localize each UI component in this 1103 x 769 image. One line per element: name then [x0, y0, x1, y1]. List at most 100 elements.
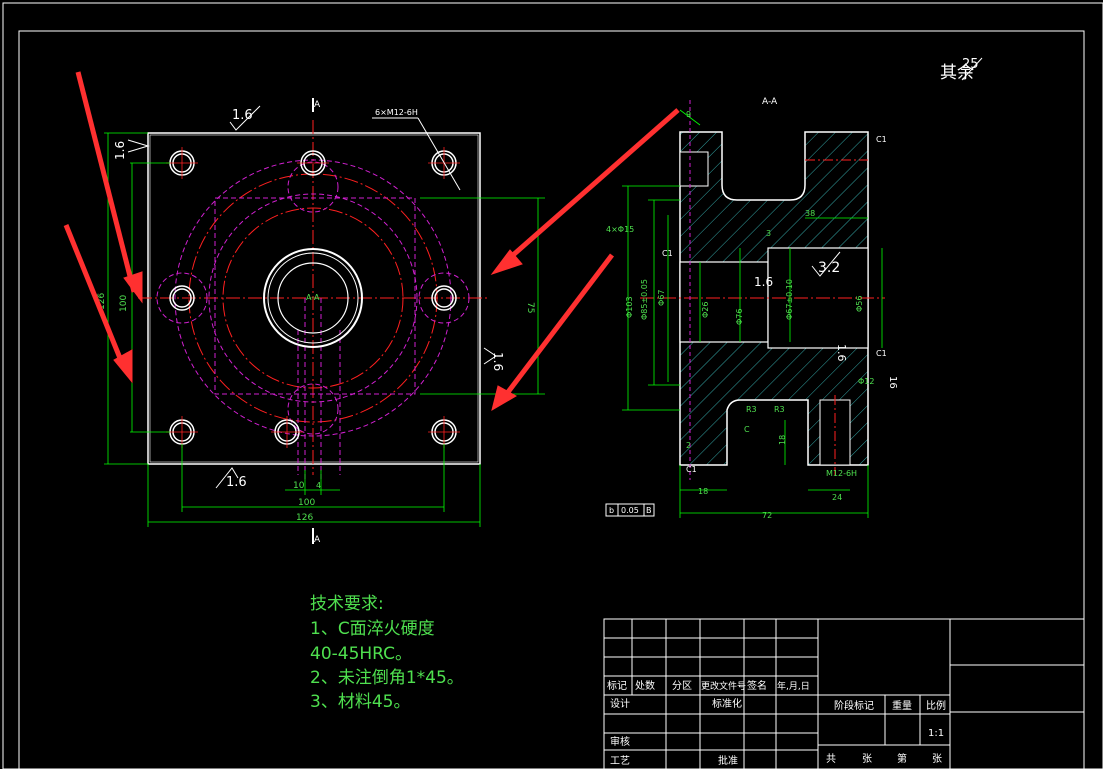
roughness-right: 1.6: [491, 352, 505, 371]
section-title: A-A: [762, 97, 778, 107]
dim-phi85: Φ85±0.05: [640, 279, 649, 320]
thread-callout: 6×M12-6H: [375, 108, 418, 117]
center-label: A-A: [306, 293, 320, 302]
roughness-top-symbol: [229, 105, 261, 131]
arrow-1: [75, 71, 137, 293]
notes-line-3: 2、未注倒角1*45。: [310, 668, 464, 688]
roughness-1-6-a: 1.6: [754, 275, 773, 289]
bore-left: [679, 261, 769, 343]
arrow-4-head: [491, 385, 518, 412]
dim-c: C: [744, 425, 750, 434]
dim-phi103: Φ103: [625, 296, 634, 318]
arrow-2-head: [113, 349, 133, 384]
dim-18: 18: [778, 435, 787, 445]
arrow-1-head: [123, 271, 143, 304]
section-view: A-A: [605, 97, 898, 520]
front-dimensions: [104, 132, 545, 527]
tb-total: 共: [826, 753, 836, 765]
notes-line-4: 3、材料45。: [310, 692, 411, 712]
dim-r3a: R3: [746, 405, 757, 414]
thread-leader-2: [417, 117, 461, 191]
roughness-bottom: 1.6: [226, 475, 247, 490]
tb-page: 第: [897, 752, 907, 765]
tb-scale: 比例: [926, 699, 946, 712]
dim-2: 2: [686, 441, 691, 450]
dim-126-vertical: 126: [97, 293, 107, 310]
corner-value: 25: [962, 57, 979, 72]
chamfer-c1-bottom: C1: [686, 465, 697, 474]
dim-18b: 18: [698, 487, 708, 496]
tapped-hole-top: [679, 151, 709, 187]
dim-r3b: R3: [774, 405, 785, 414]
center-bore: [263, 248, 363, 348]
tb-mark: 标记: [607, 680, 627, 692]
front-view: A-A A A 1.6 1.6 1.6: [97, 98, 545, 545]
roughness-bottom-symbol: [215, 467, 239, 489]
tb-process: 工艺: [610, 755, 630, 767]
tb-date: 年,月,日: [777, 680, 810, 692]
dim-phi12: Φ12: [858, 377, 874, 386]
annotation-arrows: [63, 71, 680, 412]
roughness-3-2-symbol: [811, 251, 841, 277]
corner-label: 其余: [940, 63, 974, 83]
dim-m12: M12-6H: [826, 469, 857, 478]
title-block: [603, 618, 1085, 769]
notes-line-2: 40-45HRC。: [310, 644, 413, 664]
flatness-datum: B: [646, 506, 652, 515]
roughness-right-symbol: [483, 347, 497, 365]
dim-4: 4: [316, 481, 321, 490]
chamfer-c1-top: C1: [876, 135, 887, 144]
dim-16: 16: [887, 376, 898, 389]
flatness-symbol: b: [609, 506, 614, 515]
dim-3: 3: [766, 229, 771, 238]
tb-design: 设计: [610, 697, 630, 710]
tb-sign: 签名: [747, 679, 767, 692]
chamfer-c1-right: C1: [876, 349, 887, 358]
tb-sheets: 张: [862, 753, 872, 765]
dim-phi76: Φ76: [735, 309, 744, 325]
arrow-3: [502, 108, 680, 265]
dim-100-vertical: 100: [119, 295, 129, 312]
tb-standard: 标准化: [712, 697, 742, 710]
dim-24: 24: [832, 493, 842, 502]
tb-zone: 分区: [672, 680, 692, 692]
tb-approve: 批准: [718, 754, 738, 767]
roughness-1-6-b: 1.6: [835, 344, 848, 362]
tb-sheet: 张: [932, 753, 942, 765]
section-mark-top: A: [314, 100, 321, 110]
flatness-value: 0.05: [621, 506, 639, 515]
roughness-top: 1.6: [232, 108, 253, 123]
roughness-left-symbol: [127, 139, 150, 153]
tb-scale-value: 1:1: [928, 728, 944, 739]
roughness-left: 1.6: [113, 141, 127, 160]
dim-phi67b: Φ67±0.10: [785, 279, 794, 320]
notes-title: 技术要求:: [310, 594, 384, 614]
dim-126-horizontal: 126: [296, 513, 313, 523]
dim-10: 10: [293, 481, 305, 491]
dim-38: 38: [805, 209, 815, 218]
arrow-4: [500, 253, 614, 402]
dim-phi56: Φ56: [855, 296, 864, 312]
dim-9: 9: [686, 110, 691, 119]
dim-phi26: Φ26: [701, 302, 710, 318]
arrow-2: [63, 224, 127, 369]
front-centerlines: [138, 120, 490, 475]
dim-4phi15: 4×Φ15: [606, 225, 634, 234]
section-mark-bottom: A: [314, 535, 321, 545]
corner-roughness-mark: [961, 57, 983, 81]
tb-count: 处数: [635, 679, 655, 692]
dim-72: 72: [762, 511, 772, 520]
notes-line-1: 1、C面淬火硬度: [310, 619, 435, 639]
roughness-3-2: 3.2: [818, 260, 840, 276]
arrow-3-head: [490, 249, 523, 275]
section-dimensions: [622, 109, 883, 518]
dim-75: 75: [525, 302, 535, 313]
chamfer-c1-mid: C1: [662, 249, 673, 258]
tb-review: 审核: [610, 735, 630, 748]
front-hidden-lines: [156, 159, 470, 480]
flatness-frame: b 0.05 B: [605, 503, 655, 517]
tb-stage: 阶段标记: [834, 699, 874, 712]
dim-100-horizontal: 100: [298, 498, 315, 508]
tb-doc: 更改文件号: [701, 680, 746, 692]
